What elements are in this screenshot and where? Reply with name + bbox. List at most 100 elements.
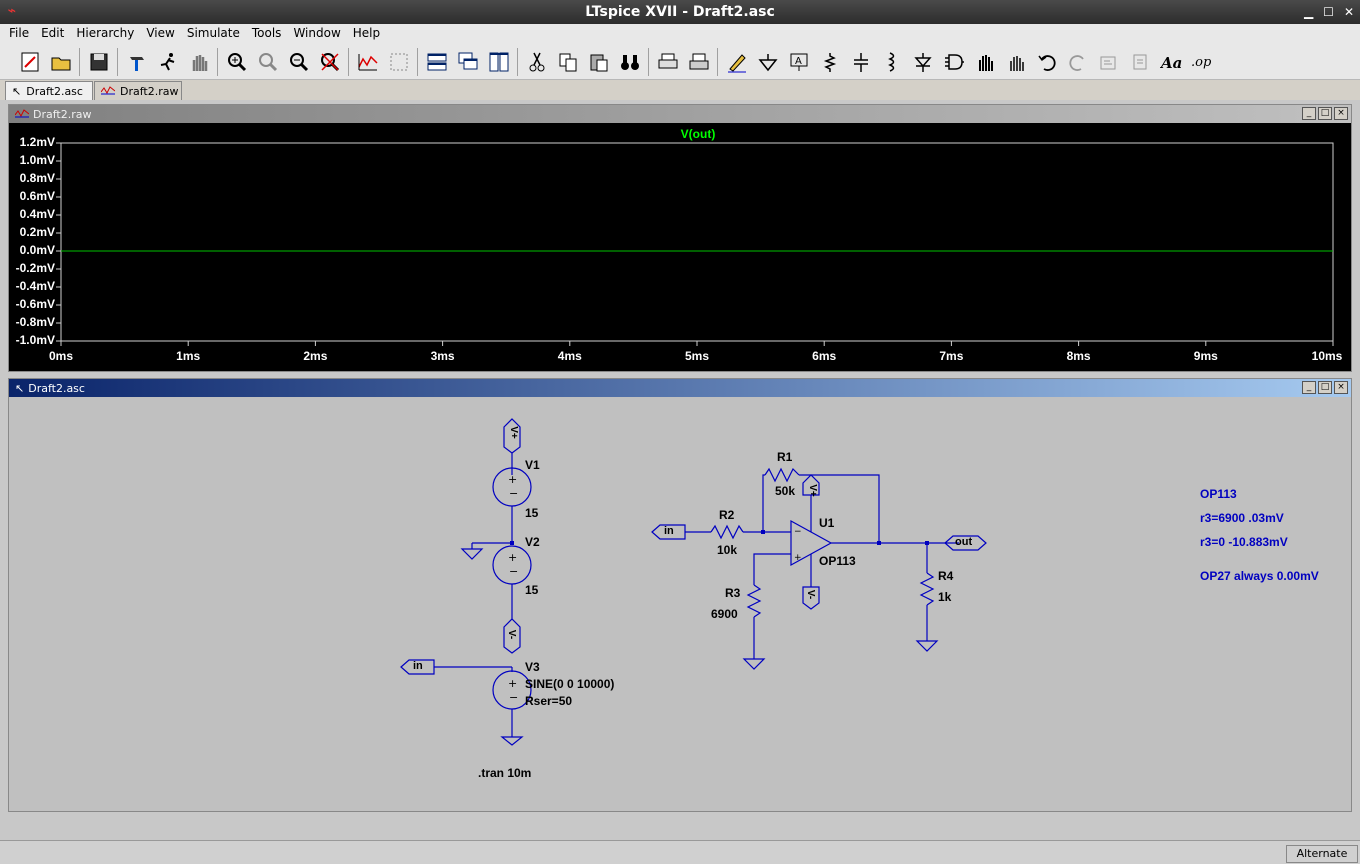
v1-label[interactable]: V1: [525, 458, 540, 472]
u1-label[interactable]: U1: [819, 516, 835, 530]
comment-note[interactable]: r3=6900 .03mV: [1200, 511, 1284, 525]
toolbar-separator: [417, 47, 418, 76]
zoom-out-icon[interactable]: [283, 47, 314, 77]
save-icon[interactable]: [83, 47, 114, 77]
wire: [799, 474, 880, 543]
menu-file[interactable]: File: [9, 26, 30, 40]
schematic-window-titlebar[interactable]: ↖ Draft2.asc _ □ ×: [9, 379, 1351, 397]
ltspice-app-icon[interactable]: ⌁: [7, 3, 17, 19]
control-panel-hammer-icon[interactable]: [121, 47, 152, 77]
menu-window[interactable]: Window: [293, 26, 341, 40]
tran-directive[interactable]: .tran 10m: [478, 766, 532, 780]
component-icon[interactable]: [938, 47, 969, 77]
v3-value[interactable]: SINE(0 0 10000): [525, 677, 615, 691]
new-schematic-icon[interactable]: [14, 47, 45, 77]
cut-icon[interactable]: [521, 47, 552, 77]
maximize-icon[interactable]: □: [1318, 381, 1332, 394]
rotate-icon[interactable]: [1093, 47, 1124, 77]
menu-view[interactable]: View: [146, 26, 175, 40]
print-icon[interactable]: [683, 47, 714, 77]
cascade-windows-icon[interactable]: [452, 47, 483, 77]
resistor-icon[interactable]: [814, 47, 845, 77]
zoom-pan-icon[interactable]: [252, 47, 283, 77]
x-tick-label: 9ms: [1193, 349, 1218, 363]
out-flag-label[interactable]: out: [955, 536, 973, 548]
minimize-icon[interactable]: _: [1302, 107, 1316, 120]
text-icon[interactable]: Aa: [1155, 47, 1186, 77]
mirror-icon[interactable]: [1124, 47, 1155, 77]
x-tick-label: 2ms: [303, 349, 328, 363]
v3-plus-sign: +: [508, 677, 517, 690]
in-flag-label[interactable]: in: [413, 660, 423, 672]
close-icon[interactable]: ×: [1334, 381, 1348, 394]
v3-rser[interactable]: Rser=50: [525, 694, 573, 708]
tab-draft2-raw[interactable]: Draft2.raw: [94, 81, 182, 100]
waveform-window-titlebar[interactable]: Draft2.raw _ □ ×: [9, 105, 1351, 123]
u1-value[interactable]: OP113: [819, 554, 856, 568]
tile-horizontal-icon[interactable]: [421, 47, 452, 77]
capacitor-icon[interactable]: [845, 47, 876, 77]
r4-label[interactable]: R4: [938, 569, 954, 583]
tab-label: Draft2.asc: [26, 85, 83, 98]
move-hand-icon[interactable]: [969, 47, 1000, 77]
r3-label[interactable]: R3: [725, 586, 741, 600]
schematic-canvas[interactable]: + − + − + − − + V+ V- V+ V- V1 15 V2 15 …: [9, 397, 1351, 811]
close-icon[interactable]: ×: [1334, 107, 1348, 120]
y-tick-label: 0.8mV: [19, 171, 55, 185]
ground-symbol: [742, 658, 766, 670]
v3-label[interactable]: V3: [525, 660, 540, 674]
zoom-in-icon[interactable]: [221, 47, 252, 77]
minimize-icon[interactable]: ▁: [1303, 5, 1314, 19]
undo-icon[interactable]: [1031, 47, 1062, 77]
autorange-icon[interactable]: [352, 47, 383, 77]
tile-vertical-icon[interactable]: [483, 47, 514, 77]
copy-icon[interactable]: [552, 47, 583, 77]
run-simulation-icon[interactable]: [152, 47, 183, 77]
maximize-icon[interactable]: □: [1318, 107, 1332, 120]
v1-value[interactable]: 15: [525, 506, 539, 520]
v2-label[interactable]: V2: [525, 535, 540, 549]
v2-value[interactable]: 15: [525, 583, 539, 597]
r1-value[interactable]: 50k: [775, 484, 796, 498]
label-net-icon[interactable]: A: [783, 47, 814, 77]
diode-icon[interactable]: [907, 47, 938, 77]
find-binoculars-icon[interactable]: [614, 47, 645, 77]
x-tick-label: 5ms: [684, 349, 710, 363]
r2-label[interactable]: R2: [719, 508, 735, 522]
close-icon[interactable]: ✕: [1343, 5, 1354, 19]
halt-hand-icon[interactable]: [183, 47, 214, 77]
print-preview-icon[interactable]: [652, 47, 683, 77]
r1-label[interactable]: R1: [777, 450, 793, 464]
menu-simulate[interactable]: Simulate: [186, 26, 240, 40]
comment-note[interactable]: OP113: [1200, 487, 1237, 501]
drag-hand-icon[interactable]: [1000, 47, 1031, 77]
toolbar-separator: [517, 47, 518, 76]
ground-icon[interactable]: [752, 47, 783, 77]
draw-wire-pencil-icon[interactable]: [721, 47, 752, 77]
spice-directive-icon[interactable]: .op: [1186, 47, 1217, 77]
toolbar-separator: [117, 47, 118, 76]
r3-value[interactable]: 6900: [711, 607, 738, 621]
r2-value[interactable]: 10k: [717, 543, 738, 557]
r4-value[interactable]: 1k: [938, 590, 952, 604]
menu-tools[interactable]: Tools: [251, 26, 282, 40]
maximize-icon[interactable]: ☐: [1323, 5, 1334, 19]
grid-icon[interactable]: [383, 47, 414, 77]
ground-symbol: [460, 543, 484, 560]
comment-note[interactable]: r3=0 -10.883mV: [1200, 535, 1288, 549]
paste-icon[interactable]: [583, 47, 614, 77]
comment-note[interactable]: OP27 always 0.00mV: [1200, 569, 1319, 583]
zoom-fit-icon[interactable]: [314, 47, 345, 77]
trace-label-vout[interactable]: V(out): [680, 127, 716, 141]
menu-help[interactable]: Help: [352, 26, 381, 40]
menu-edit[interactable]: Edit: [41, 26, 65, 40]
menu-hierarchy[interactable]: Hierarchy: [76, 26, 135, 40]
tab-draft2-asc[interactable]: ↖ Draft2.asc: [5, 81, 93, 100]
redo-icon[interactable]: [1062, 47, 1093, 77]
minimize-icon[interactable]: _: [1302, 381, 1316, 394]
in-flag-label[interactable]: in: [664, 525, 674, 537]
open-folder-icon[interactable]: [45, 47, 76, 77]
svg-text:Aa: Aa: [1160, 54, 1182, 72]
inductor-icon[interactable]: [876, 47, 907, 77]
